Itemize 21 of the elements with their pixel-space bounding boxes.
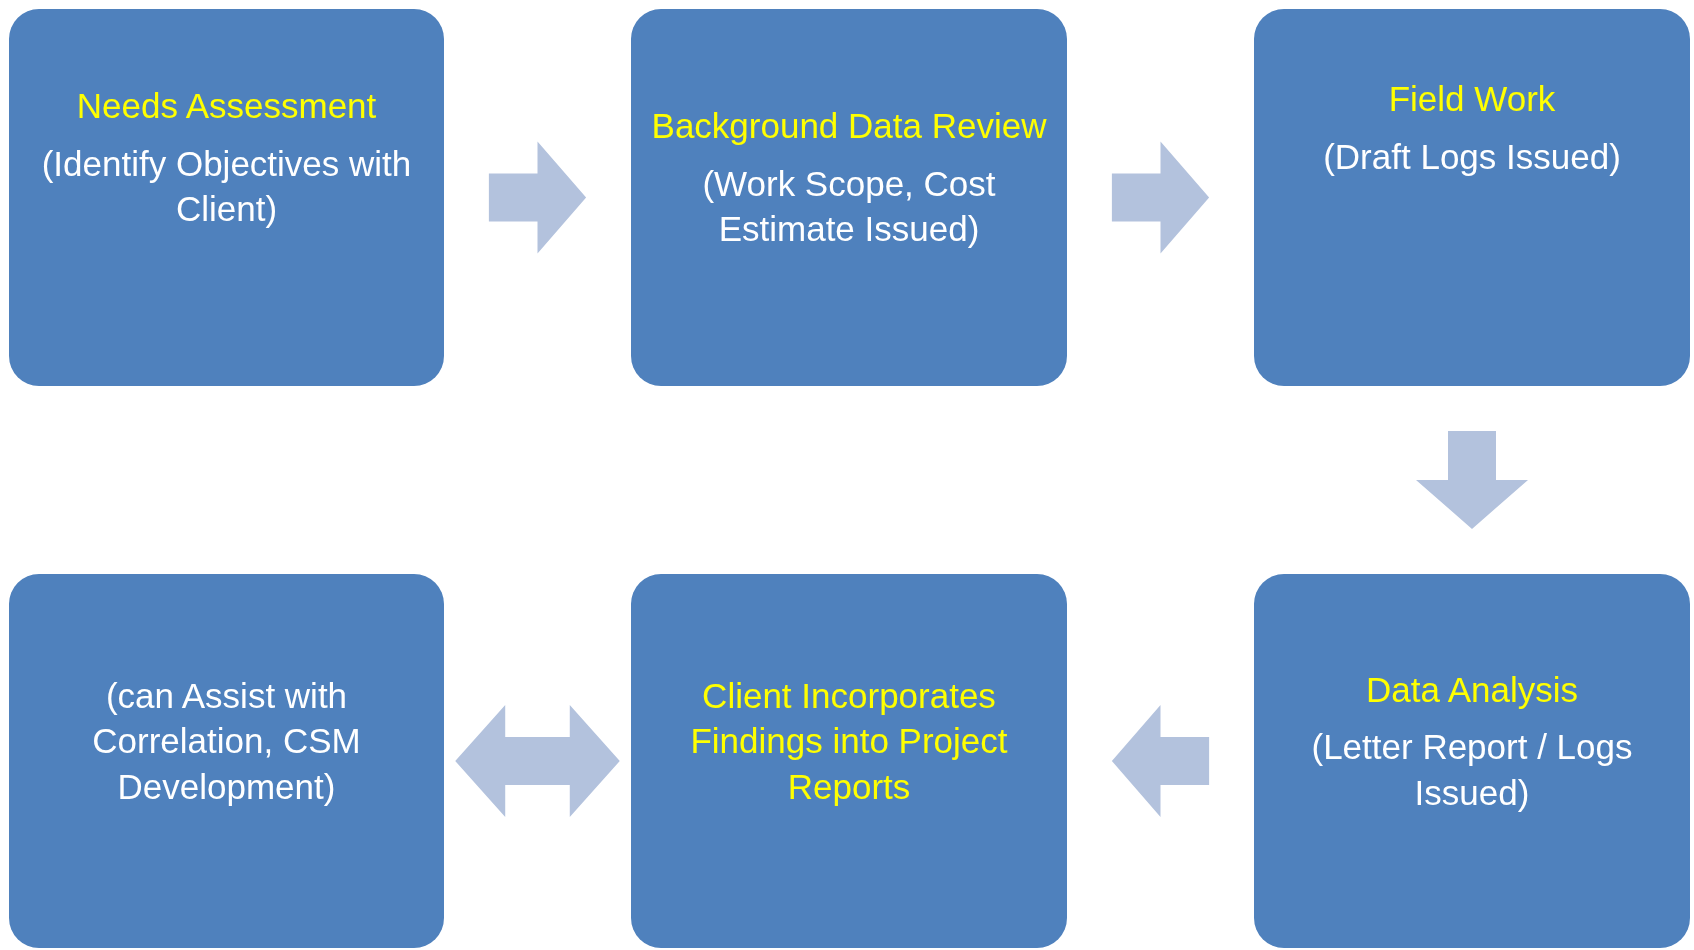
step-text: (Draft Logs Issued) [1323,135,1621,178]
block-arrow [1111,141,1210,254]
process-box [631,9,1067,386]
step-text: (can Assist with Correlation, CSM Development) [91,674,362,808]
step-text: (Identify Objectives with Client) [40,142,413,231]
process-box [9,9,444,386]
block-arrow [1111,705,1210,817]
step-title: Needs Assessment [76,85,377,128]
step-text: (Work Scope, Cost Estimate Issued) [701,162,997,251]
block-arrow [455,705,620,817]
process-box [631,574,1067,948]
step-title: Data Analysis [1365,668,1579,711]
process-box [9,574,444,948]
process-box [1254,574,1690,948]
step-text: Client Incorporates Findings into Project Reports [689,674,1009,808]
step-title: Field Work [1388,78,1556,120]
step-text: (Letter Report / Logs Issued) [1310,726,1634,814]
block-arrow [488,141,587,254]
step-title: Background Data Review [651,105,1047,148]
block-arrow [1416,431,1528,529]
process-box [1254,9,1690,386]
